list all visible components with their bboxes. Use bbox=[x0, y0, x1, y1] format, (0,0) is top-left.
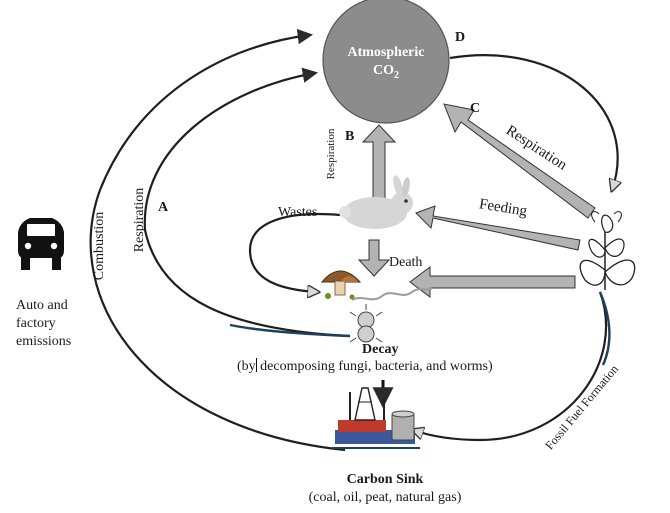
atmosphere-co: CO bbox=[373, 63, 394, 78]
auto-emissions-line-3: emissions bbox=[16, 334, 72, 349]
label-a: A bbox=[158, 200, 169, 215]
respiration-b-arrow bbox=[361, 124, 397, 199]
plant-icon bbox=[579, 211, 636, 290]
text-cursor bbox=[255, 358, 257, 372]
car-icon bbox=[18, 218, 64, 270]
decay-subtitle-pre: (by bbox=[237, 359, 256, 374]
rabbit-icon bbox=[339, 175, 413, 229]
respiration-c-arrow bbox=[443, 103, 596, 219]
death-arrow bbox=[357, 239, 391, 277]
auto-emissions-line-1: Auto and bbox=[16, 298, 68, 313]
decay-subtitle-post: decomposing fungi, bacteria, and worms) bbox=[256, 359, 493, 374]
photosynthesis-d-arrow bbox=[449, 54, 618, 190]
respiration-left-label: Respiration bbox=[132, 187, 147, 253]
fossil-fuel-arrow bbox=[413, 291, 608, 442]
auto-emissions-line-2: factory bbox=[16, 316, 56, 331]
decay-subtitle: (by decomposing fungi, bacteria, and wor… bbox=[237, 358, 493, 375]
wastes-label: Wastes bbox=[278, 205, 318, 220]
atmosphere-formula: CO2 bbox=[326, 63, 446, 81]
carbon-sink-subtitle: (coal, oil, peat, natural gas) bbox=[308, 490, 462, 505]
bacteria-icon bbox=[349, 304, 383, 343]
decay-title: Decay bbox=[362, 342, 399, 357]
wastes-arrow bbox=[248, 213, 341, 292]
combustion-arrow bbox=[89, 28, 346, 452]
fossil-fuel-arrow-blue bbox=[598, 291, 611, 366]
label-d: D bbox=[455, 30, 466, 45]
respiration-a-arrow bbox=[143, 67, 351, 338]
atmosphere-title: Atmospheric bbox=[347, 45, 425, 60]
feeding-arrow bbox=[415, 205, 581, 251]
death-label: Death bbox=[389, 255, 423, 270]
oil-rig-icon bbox=[332, 387, 420, 449]
atmosphere-subscript: 2 bbox=[394, 69, 399, 81]
carbon-sink-title: Carbon Sink bbox=[346, 472, 424, 487]
respiration-b-label: Respiration bbox=[325, 128, 337, 180]
plant-to-decay-arrow bbox=[409, 266, 576, 298]
atmosphere-circle bbox=[322, 0, 450, 124]
worm-icon bbox=[351, 287, 433, 301]
label-b: B bbox=[345, 129, 355, 144]
respiration-a-arrow-blue-tail bbox=[229, 323, 351, 338]
mushroom-icon bbox=[320, 270, 362, 300]
label-c: C bbox=[470, 101, 481, 116]
combustion-label: Combustion bbox=[92, 211, 107, 281]
